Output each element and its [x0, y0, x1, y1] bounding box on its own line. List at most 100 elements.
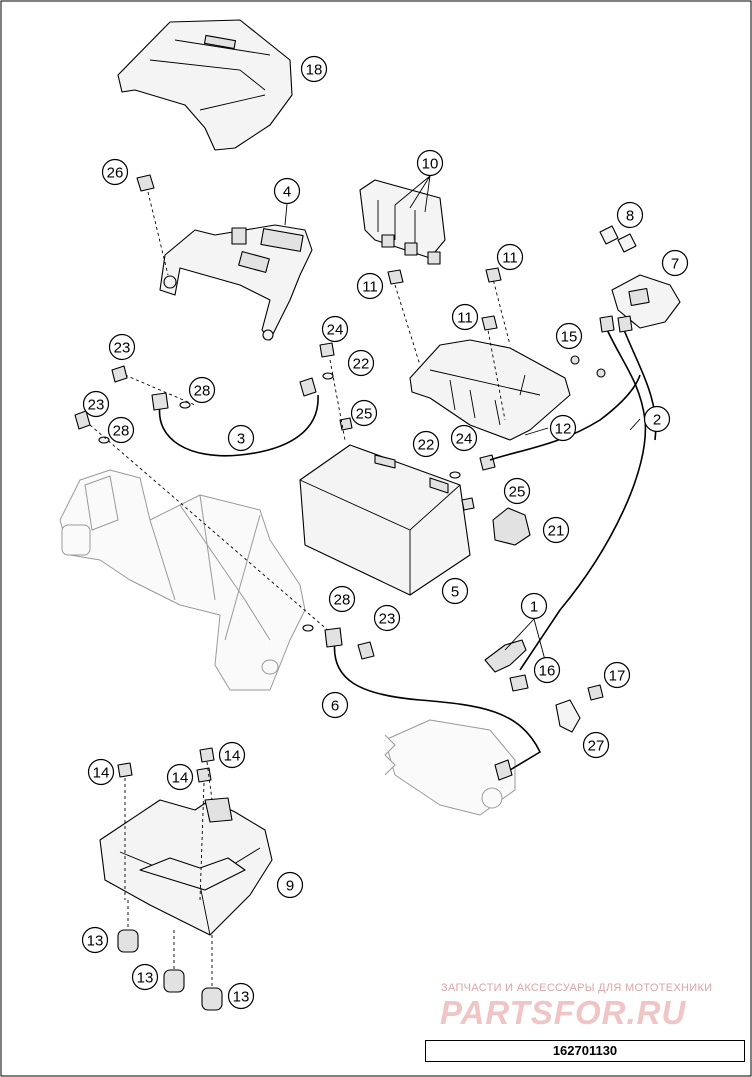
callout-13: 13: [131, 963, 159, 991]
callout-24: 24: [321, 315, 349, 343]
watermark-tagline: ЗАПЧАСТИ И АКСЕССУАРЫ ДЛЯ МОТОТЕХНИКИ: [441, 982, 713, 994]
callout-circle: [300, 55, 328, 83]
callout-circle: [166, 763, 194, 791]
callout-number: 11: [457, 310, 473, 327]
callout-circle: [81, 926, 109, 954]
callout-circle: [101, 158, 129, 186]
callout-15: 15: [555, 322, 583, 350]
callout-number: 14: [172, 770, 189, 787]
part-12-cable: [489, 374, 641, 461]
callout-leaders: [284, 175, 641, 661]
callout-circle: [555, 322, 583, 350]
callout-number: 17: [609, 668, 626, 685]
part-9-battery-box: [99, 797, 273, 936]
leader-11c: [486, 324, 506, 421]
callout-circle: [616, 201, 644, 229]
callout-number: 5: [451, 584, 459, 601]
callout-23: 23: [108, 333, 136, 361]
callout-number: 2: [653, 412, 661, 429]
part-18-cover: [117, 19, 293, 151]
part-12-battery-tray: [409, 339, 571, 441]
callout-circle: [87, 758, 115, 786]
callout-28: 28: [328, 585, 356, 613]
part-8-fuses: [599, 225, 637, 253]
callout-1: 1: [520, 592, 548, 620]
callout-8: 8: [616, 201, 644, 229]
callout-circle: [451, 303, 479, 331]
callout-number: 14: [224, 748, 241, 765]
callout-circle: [416, 149, 444, 177]
callout-4: 4: [273, 177, 301, 205]
callout-circle: [496, 243, 524, 271]
callout-25: 25: [350, 399, 378, 427]
callout-3: 3: [227, 424, 255, 452]
callout-13: 13: [227, 982, 255, 1010]
part-6-cable: [324, 627, 542, 781]
callout-14: 14: [166, 763, 194, 791]
callout-circle: [542, 516, 570, 544]
callout-number: 13: [137, 970, 154, 987]
part-21-terminal-cover: [492, 507, 531, 546]
callout-circle: [276, 871, 304, 899]
part-number-box: 162701130: [425, 1040, 745, 1062]
part-13-mounts: [117, 900, 223, 1011]
callout-circle: [328, 585, 356, 613]
callout-circle: [373, 604, 401, 632]
callout-number: 4: [283, 184, 291, 201]
callout-number: 28: [194, 383, 211, 400]
callout-number: 23: [88, 397, 105, 414]
part-10-relays: [359, 179, 446, 265]
callout-circle: [321, 691, 349, 719]
callout-circle: [503, 477, 531, 505]
callout-circle: [441, 577, 469, 605]
callout-number: 11: [362, 279, 378, 296]
callout-number: 8: [626, 208, 634, 225]
callout-circle: [347, 349, 375, 377]
callout-number: 9: [286, 878, 294, 895]
callout-number: 23: [114, 340, 131, 357]
part-4-bracket: [159, 224, 313, 341]
callout-circle: [227, 982, 255, 1010]
callout-circle: [661, 249, 689, 277]
callout-circle: [643, 405, 671, 433]
callout-number: 15: [561, 329, 578, 346]
callout-circle: [108, 333, 136, 361]
callout-28: 28: [107, 416, 135, 444]
callout-circle: [520, 592, 548, 620]
callout-number: 10: [422, 156, 439, 173]
starter-motor: [384, 719, 516, 816]
callout-number: 27: [588, 738, 605, 755]
callout-number: 6: [331, 698, 339, 715]
callout-5: 5: [441, 577, 469, 605]
callout-number: 26: [107, 165, 124, 182]
callout-number: 11: [502, 250, 518, 267]
callout-circle: [188, 376, 216, 404]
part-7-fuse-box: [611, 274, 681, 329]
callout-circle: [82, 390, 110, 418]
callout-circle: [131, 963, 159, 991]
callout-6: 6: [321, 691, 349, 719]
callout-12: 12: [549, 414, 577, 442]
callout-number: 18: [306, 62, 323, 79]
callout-18: 18: [300, 55, 328, 83]
callout-23: 23: [82, 390, 110, 418]
callout-circle: [227, 424, 255, 452]
callout-number: 25: [509, 484, 526, 501]
callout-11: 11: [451, 303, 479, 331]
bolt-11a: [387, 269, 404, 285]
callout-14: 14: [218, 741, 246, 769]
callout-number: 13: [87, 933, 104, 950]
parts-16-17-27: [555, 684, 604, 733]
callout-number: 14: [93, 765, 110, 782]
callout-number: 7: [671, 256, 679, 273]
callout-11: 11: [356, 272, 384, 300]
callout-number: 22: [353, 356, 370, 373]
callout-circle: [412, 430, 440, 458]
watermark-logo: PARTSFOR.RU: [440, 994, 687, 1031]
part-15-screws: [570, 355, 606, 378]
callout-number: 3: [237, 431, 245, 448]
callout-circle: [533, 656, 561, 684]
callout-circle: [350, 399, 378, 427]
callout-23: 23: [373, 604, 401, 632]
